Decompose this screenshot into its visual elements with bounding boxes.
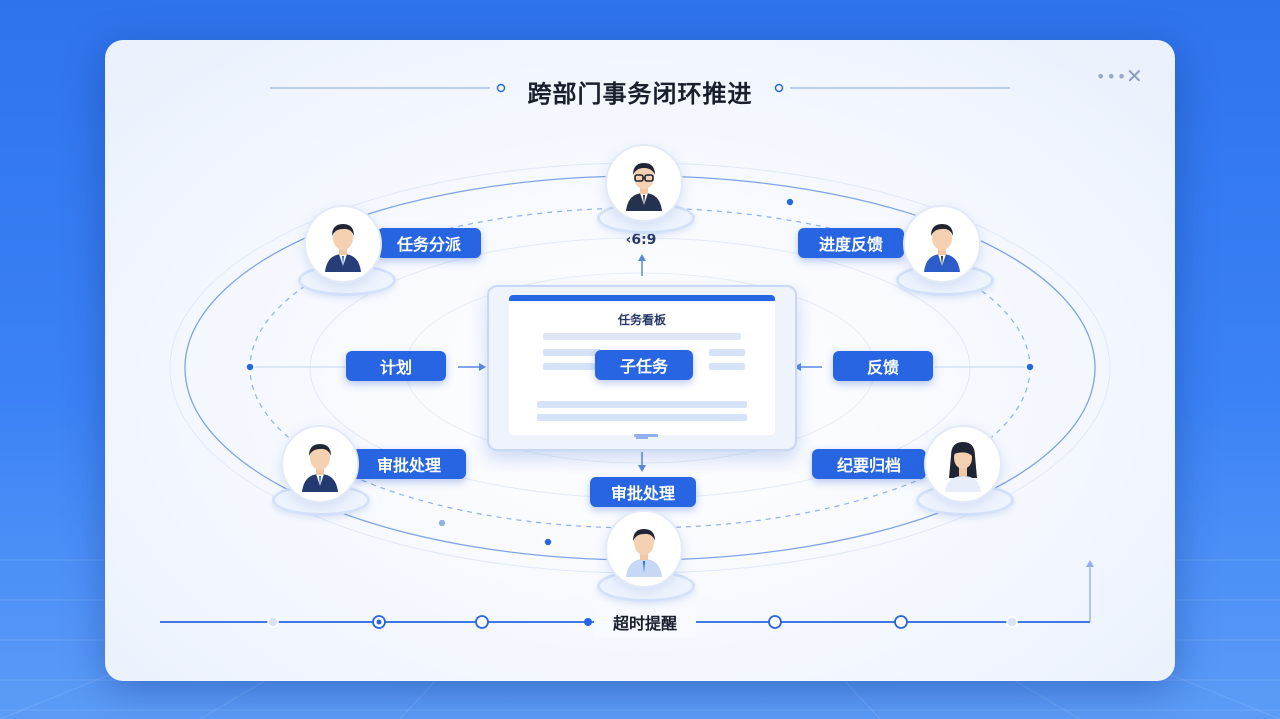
top-tag: ‹6:9 <box>625 232 657 248</box>
close-icon[interactable]: ✕ <box>1126 64 1143 88</box>
page-title: 跨部门事务闭环推进 <box>527 80 753 108</box>
avatar-man-badge-icon[interactable] <box>281 425 359 503</box>
board-title: 任务看板 <box>617 313 666 327</box>
step-approval-bottom[interactable]: 审批处理 <box>590 477 696 507</box>
subtask-label[interactable]: 子任务 <box>595 350 693 380</box>
step-approval-left[interactable]: 审批处理 <box>352 449 466 479</box>
timeout-reminder-label: 超时提醒 <box>594 607 696 637</box>
step-progress-feedback[interactable]: 进度反馈 <box>798 228 904 258</box>
avatar-man-suit-icon[interactable] <box>903 205 981 283</box>
step-archive[interactable]: 纪要归档 <box>812 449 926 479</box>
more-options-icon[interactable]: ••• <box>1096 66 1128 86</box>
avatar-man-glasses-icon[interactable] <box>605 144 683 222</box>
avatar-woman-icon[interactable] <box>924 425 1002 503</box>
step-plan[interactable]: 计划 <box>346 351 446 381</box>
avatar-man-shirt-icon[interactable] <box>605 510 683 588</box>
step-feedback[interactable]: 反馈 <box>833 351 933 381</box>
step-task-assign[interactable]: 任务分派 <box>377 228 481 258</box>
avatar-man-suit-icon[interactable] <box>304 205 382 283</box>
